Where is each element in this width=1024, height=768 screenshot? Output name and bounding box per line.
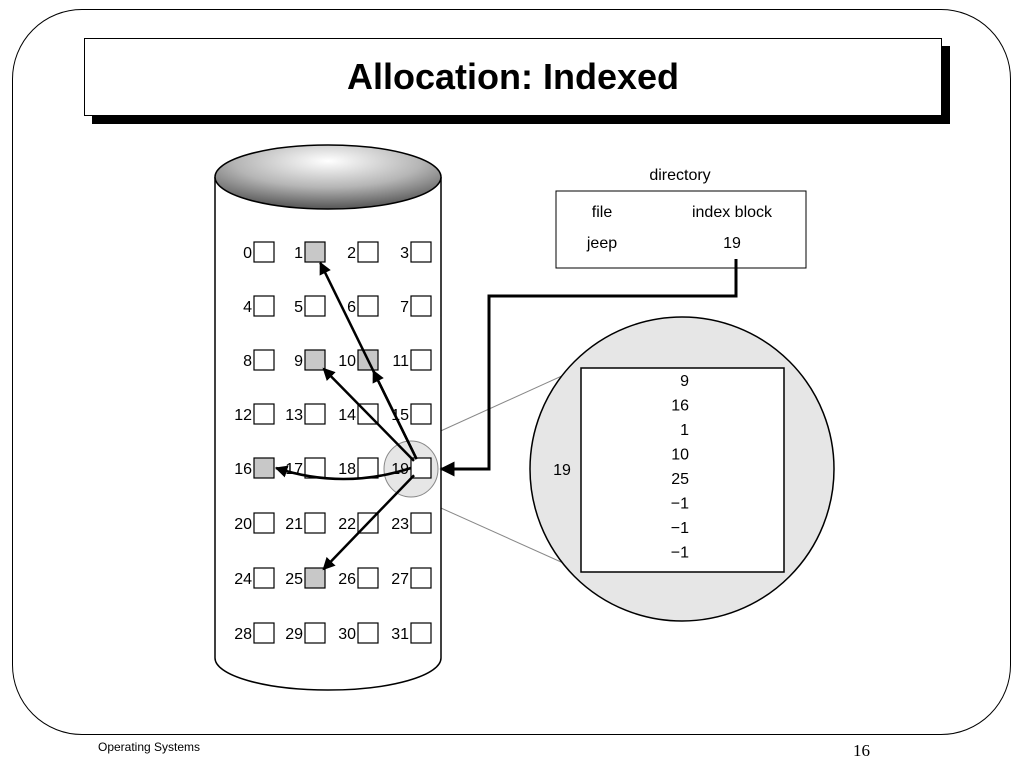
disk-block-label-26: 26 bbox=[338, 571, 356, 588]
slide-title: Allocation: Indexed bbox=[346, 56, 680, 97]
disk-block-label-0: 0 bbox=[243, 245, 252, 262]
disk-block-16 bbox=[253, 457, 275, 479]
page-number: 16 bbox=[853, 741, 870, 760]
index-entry-2: 1 bbox=[680, 422, 689, 439]
disk-block-label-28: 28 bbox=[234, 626, 252, 643]
index-entry-0: 9 bbox=[680, 373, 689, 390]
disk-block-1 bbox=[304, 241, 326, 263]
disk-block-0 bbox=[253, 241, 275, 263]
index-entry-3: 10 bbox=[671, 447, 689, 464]
directory-title: directory bbox=[649, 167, 710, 184]
directory-header-index: index block bbox=[692, 204, 773, 221]
disk-block-label-20: 20 bbox=[234, 516, 252, 533]
disk-block-11 bbox=[410, 349, 432, 371]
disk-block-4 bbox=[253, 295, 275, 317]
disk-block-label-5: 5 bbox=[294, 299, 303, 316]
disk-block-label-19: 19 bbox=[391, 461, 409, 478]
disk-block-3 bbox=[410, 241, 432, 263]
disk-block-label-11: 11 bbox=[392, 353, 409, 370]
disk-block-label-9: 9 bbox=[294, 353, 303, 370]
disk-block-30 bbox=[357, 622, 379, 644]
disk-block-label-10: 10 bbox=[338, 353, 356, 370]
disk-block-31 bbox=[410, 622, 432, 644]
disk-block-label-27: 27 bbox=[391, 571, 409, 588]
disk-block-label-30: 30 bbox=[338, 626, 356, 643]
disk-block-label-2: 2 bbox=[347, 245, 356, 262]
index-entry-7: −1 bbox=[671, 545, 689, 562]
directory-to-index-link bbox=[439, 259, 738, 477]
pointer-arrows bbox=[274, 261, 418, 571]
disk-block-29 bbox=[304, 622, 326, 644]
pointer-arrow-to-16 bbox=[274, 465, 412, 481]
disk-block-label-3: 3 bbox=[400, 245, 409, 262]
disk-block-label-16: 16 bbox=[234, 461, 252, 478]
disk-block-5 bbox=[304, 295, 326, 317]
disk-block-label-13: 13 bbox=[285, 407, 303, 424]
pointer-arrow-to-10 bbox=[372, 369, 418, 460]
directory-index-value: 19 bbox=[723, 235, 741, 252]
disk-block-label-14: 14 bbox=[338, 407, 356, 424]
disk-block-28 bbox=[253, 622, 275, 644]
disk-block-27 bbox=[410, 567, 432, 589]
index-entry-1: 16 bbox=[671, 398, 689, 415]
disk-block-label-23: 23 bbox=[391, 516, 409, 533]
disk-block-label-18: 18 bbox=[338, 461, 356, 478]
disk-block-24 bbox=[253, 567, 275, 589]
disk-block-label-31: 31 bbox=[391, 626, 409, 643]
disk-block-23 bbox=[410, 512, 432, 534]
pointer-arrow-to-25 bbox=[322, 474, 415, 571]
pointer-arrow-to-9 bbox=[322, 367, 415, 462]
disk-block-25 bbox=[304, 567, 326, 589]
index-entry-4: 25 bbox=[671, 471, 689, 488]
directory-file-name: jeep bbox=[586, 235, 617, 252]
directory-table bbox=[555, 190, 807, 269]
disk-block-label-12: 12 bbox=[234, 407, 252, 424]
disk-block-label-15: 15 bbox=[391, 407, 409, 424]
disk-block-19 bbox=[410, 457, 432, 479]
disk-block-9 bbox=[304, 349, 326, 371]
disk-block-26 bbox=[357, 567, 379, 589]
disk-block-12 bbox=[253, 403, 275, 425]
title-box: Allocation: Indexed bbox=[84, 38, 942, 116]
index-entry-6: −1 bbox=[671, 520, 689, 537]
directory-header-file: file bbox=[592, 204, 613, 221]
index-entry-5: −1 bbox=[671, 496, 689, 513]
disk-block-15 bbox=[410, 403, 432, 425]
disk-block-label-8: 8 bbox=[243, 353, 252, 370]
disk-block-label-22: 22 bbox=[338, 516, 356, 533]
disk-block-20 bbox=[253, 512, 275, 534]
disk-block-6 bbox=[357, 295, 379, 317]
slide-frame bbox=[12, 9, 1011, 735]
disk-block-label-25: 25 bbox=[285, 571, 303, 588]
disk-block-label-1: 1 bbox=[294, 245, 303, 262]
disk-block-7 bbox=[410, 295, 432, 317]
disk-block-label-24: 24 bbox=[234, 571, 252, 588]
footer-course: Operating Systems bbox=[98, 740, 201, 754]
disk-block-label-6: 6 bbox=[347, 299, 356, 316]
disk-block-8 bbox=[253, 349, 275, 371]
disk-block-18 bbox=[357, 457, 379, 479]
disk-block-2 bbox=[357, 241, 379, 263]
disk-cylinder-top bbox=[214, 144, 442, 210]
index-entries: 9 16 1 10 25 −1 −1 −1 bbox=[671, 373, 689, 562]
index-block-contents bbox=[580, 367, 785, 573]
disk-block-label-7: 7 bbox=[400, 299, 409, 316]
disk-block-label-4: 4 bbox=[243, 299, 252, 316]
disk-block-13 bbox=[304, 403, 326, 425]
disk-block-21 bbox=[304, 512, 326, 534]
disk-block-label-21: 21 bbox=[285, 516, 303, 533]
zoom-block-label: 19 bbox=[553, 462, 571, 479]
disk-block-label-29: 29 bbox=[285, 626, 303, 643]
